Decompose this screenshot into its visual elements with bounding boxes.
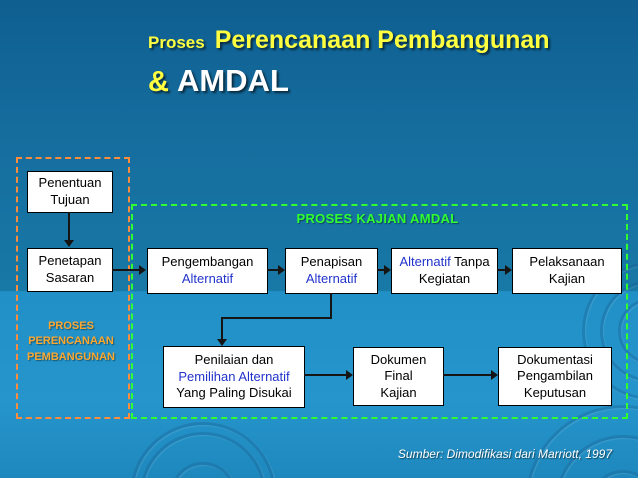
title-ampersand: & <box>148 66 169 98</box>
box-line: Keputusan <box>523 384 587 400</box>
box-line: Penilaian dan <box>194 352 274 368</box>
title-line1: Proses Perencanaan Pembangunan <box>148 26 550 55</box>
title-main: Perencanaan Pembangunan <box>214 26 550 54</box>
arrow-alternatif-to-pelaksanaan-head <box>505 265 512 275</box>
arrow-penapisan-to-penilaian-segment <box>330 293 332 319</box>
title-line2: &AMDAL <box>148 63 550 99</box>
flow-box-pengembangan-alternatif: Pengembangan Alternatif <box>147 248 268 294</box>
slide-title: Proses Perencanaan Pembangunan &AMDAL <box>148 26 550 99</box>
box-line: Kajian <box>548 271 586 286</box>
box-line: Final <box>384 368 413 384</box>
flow-box-dokumen-final-kajian: Dokumen Final Kajian <box>353 347 444 406</box>
arrow-penetapan-to-pengembangan-head <box>139 265 146 275</box>
box-line: Pengambilan <box>517 368 593 384</box>
box-line-segment: Alternatif <box>399 254 451 270</box>
arrow-penapisan-to-penilaian-segment <box>221 319 223 340</box>
arrow-penetapan-to-pengembangan-line <box>112 269 140 271</box>
source-caption: Sumber: Dimodifikasi dari Marriott, 1997 <box>397 447 612 461</box>
box-line: Dokumen <box>370 351 427 367</box>
flow-box-penapisan-alternatif: Penapisan Alternatif <box>285 248 378 294</box>
box-line: Penapisan <box>300 254 363 270</box>
title-amdal: AMDAL <box>176 63 289 98</box>
arrow-penapisan-to-alternatif-head <box>384 265 391 275</box>
flow-box-alternatif-tanpa-kegiatan: Alternatif Tanpa Kegiatan <box>391 248 498 294</box>
box-line: Tujuan <box>50 192 90 207</box>
box-line: Pengembangan <box>161 254 254 270</box>
box-line: Yang Paling Disukai <box>176 385 292 401</box>
flow-box-penilaian-pemilihan: Penilaian dan Pemilihan Alternatif Yang … <box>163 346 305 408</box>
arrow-penentuan-to-penetapan-head <box>64 240 74 247</box>
arrow-penapisan-to-alternatif-line <box>377 269 385 271</box>
flow-box-dokumentasi-keputusan: Dokumentasi Pengambilan Keputusan <box>498 347 612 406</box>
amdal-group-label: PROSES KAJIAN AMDAL <box>296 211 459 226</box>
arrow-dokumen-to-dokumentasi-line <box>443 374 492 376</box>
arrow-penapisan-to-penilaian-head <box>217 339 227 346</box>
arrow-penentuan-to-penetapan-line <box>68 212 70 241</box>
box-line-segment: Tanpa <box>450 254 490 270</box>
box-line: Penetapan <box>38 253 102 269</box>
planning-label-line: PEMBANGUNAN <box>27 350 115 363</box>
flow-box-penetapan-sasaran: Penetapan Sasaran <box>27 248 113 292</box>
box-line: Pemilihan Alternatif <box>178 368 290 384</box>
box-line: Penentuan <box>38 175 102 191</box>
box-line: Alternatif <box>181 271 234 286</box>
planning-group-label: PROSES PERENCANAAN PEMBANGUNAN <box>14 319 128 365</box>
arrow-penapisan-to-penilaian-segment <box>221 317 332 319</box>
arrow-pengembangan-to-penapisan-line <box>267 269 279 271</box>
arrow-alternatif-to-pelaksanaan-line <box>497 269 506 271</box>
planning-label-line: PERENCANAAN <box>28 335 114 348</box>
box-line: Sasaran <box>45 270 95 285</box>
box-line: Kegiatan <box>418 271 471 286</box>
arrow-dokumen-to-dokumentasi-head <box>491 370 498 380</box>
flow-box-penentuan-tujuan: Penentuan Tujuan <box>27 171 113 213</box>
box-line: Dokumentasi <box>517 351 593 367</box>
box-line: Alternatif <box>305 271 358 286</box>
box-line: Kajian <box>380 384 417 400</box>
box-line: Alternatif Tanpa <box>399 254 489 271</box>
ripple-decoration <box>130 422 276 478</box>
arrow-pengembangan-to-penapisan-head <box>278 265 285 275</box>
arrow-penilaian-to-dokumen-head <box>346 370 353 380</box>
title-prefix: Proses <box>148 33 205 52</box>
planning-label-line: PROSES <box>48 320 94 332</box>
amdal-group-border <box>131 204 628 419</box>
arrow-penilaian-to-dokumen-line <box>304 374 347 376</box>
planning-group-border <box>16 157 130 419</box>
box-line: Pelaksanaan <box>529 254 605 270</box>
flow-box-pelaksanaan-kajian: Pelaksanaan Kajian <box>512 248 622 294</box>
